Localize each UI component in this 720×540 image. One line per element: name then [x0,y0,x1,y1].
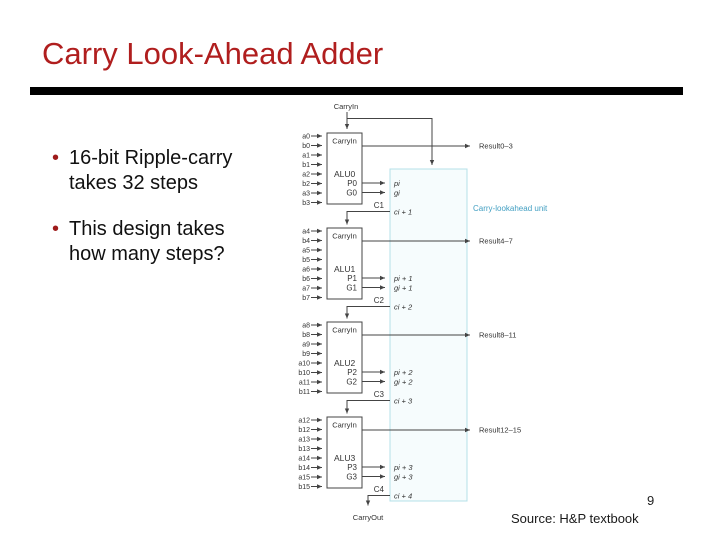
input-label: b3 [302,200,310,207]
alu-box [326,227,363,300]
carry-out-label: CarryOut [353,513,384,522]
bullet-line: This design takes [69,218,225,240]
input-label: b10 [298,370,310,377]
alu-g-label: G2 [346,378,357,387]
input-label: a1 [302,153,310,160]
alu-p-label: P2 [347,368,357,377]
input-label: b11 [299,389,310,396]
alu-carryin-label: CarryIn [332,137,357,146]
input-label: a10 [298,361,310,368]
wire-carry-next [344,211,390,225]
ci-label: ci + 4 [394,492,412,501]
list-item: • 16-bit Ripple-carry takes 32 steps [52,146,232,196]
result-label: Result0–3 [479,142,513,151]
carry-lookahead-unit-label: Carry-lookahead unit [473,204,548,213]
alu-carryin-label: CarryIn [332,421,357,430]
bullet-icon: • [52,147,60,169]
pi-label: pi [393,179,400,188]
input-label: a9 [302,342,310,349]
input-label: a5 [302,248,310,255]
pi-label: pi + 3 [393,463,413,472]
input-label: a2 [302,172,310,179]
input-label: a6 [302,267,310,274]
list-item: • This design takes how many steps? [52,217,232,267]
input-label: b5 [302,257,310,264]
input-label: b7 [302,295,310,302]
input-label: a12 [298,418,310,425]
alu-box [326,321,363,394]
gi-label: gi + 1 [394,284,413,293]
alu-p-label: P3 [347,463,357,472]
input-label: a11 [299,380,310,387]
input-label: b15 [298,484,310,491]
input-label: b6 [302,276,310,283]
input-label: b1 [302,162,310,169]
c-label: C2 [374,296,385,305]
c-label: C3 [374,390,385,399]
alu-p-label: P0 [347,179,357,188]
result-label: Result12–15 [479,426,521,435]
alu-g-label: G3 [346,473,357,482]
bullet-list: • 16-bit Ripple-carry takes 32 steps • T… [52,146,232,288]
input-label: b0 [302,143,310,150]
source-credit: Source: H&P textbook [511,511,639,526]
page-number: 9 [647,493,655,508]
pi-label: pi + 2 [393,368,413,377]
bullet-text: This design takes how many steps? [69,217,225,267]
c-label: C1 [374,201,385,210]
bullet-text: 16-bit Ripple-carry takes 32 steps [69,146,232,196]
gi-label: gi [394,189,400,198]
input-label: b13 [298,446,310,453]
ci-label: ci + 1 [394,208,412,217]
bullet-line: how many steps? [69,243,225,265]
pi-label: pi + 1 [393,274,413,283]
bullet-icon: • [52,218,60,240]
input-label: a4 [302,229,310,236]
carry-in-top-label: CarryIn [334,102,359,111]
input-label: b14 [298,465,310,472]
bullet-line: takes 32 steps [69,172,198,194]
c-label: C4 [374,485,385,494]
input-label: a3 [302,191,310,198]
alu-box [326,416,363,489]
alu-name-label: ALU2 [334,358,356,368]
page-title: Carry Look-Ahead Adder [42,36,384,71]
ci-label: ci + 2 [394,303,413,312]
bullet-line: 16-bit Ripple-carry [69,147,233,169]
wire-carry-next [344,400,390,414]
ci-label: ci + 3 [394,397,413,406]
input-label: a13 [298,437,310,444]
input-label: b4 [302,238,310,245]
alu-box [326,132,363,205]
alu-carryin-label: CarryIn [332,326,357,335]
input-label: b9 [302,351,310,358]
input-label: a0 [302,134,310,141]
gi-label: gi + 3 [394,473,413,482]
input-label: a14 [298,456,310,463]
alu-name-label: ALU1 [334,264,356,274]
alu-name-label: ALU0 [334,169,356,179]
alu-p-label: P1 [347,274,357,283]
wire-carry-next [344,306,390,319]
alu-name-label: ALU3 [334,453,356,463]
result-label: Result4–7 [479,237,513,246]
input-label: a8 [302,323,310,330]
input-label: a7 [302,286,310,293]
title-divider-bar [30,87,683,95]
input-label: b2 [302,181,310,188]
wire-carryin-lookahead [347,118,435,165]
alu-g-label: G1 [346,284,357,293]
wire-carry-out [365,495,390,506]
input-label: a15 [298,475,310,482]
input-label: b8 [302,332,310,339]
input-label: b12 [298,427,310,434]
gi-label: gi + 2 [394,378,413,387]
alu-g-label: G0 [346,189,357,198]
result-label: Result8–11 [479,331,516,340]
alu-carryin-label: CarryIn [332,232,357,241]
